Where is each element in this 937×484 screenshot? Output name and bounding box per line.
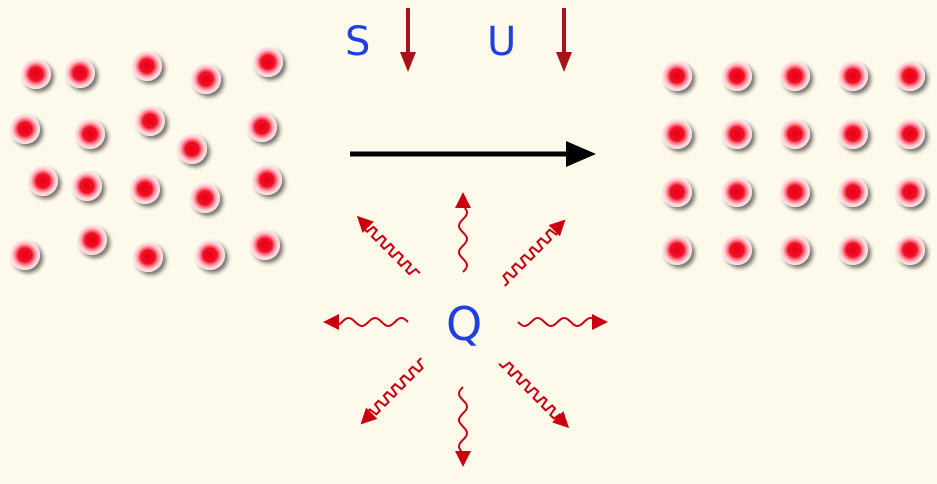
ordered-particle — [722, 119, 752, 149]
ordered-particle — [780, 235, 810, 265]
heat-ray-line — [457, 207, 469, 273]
disordered-particle — [190, 183, 220, 213]
heat-ray-line — [498, 361, 562, 420]
disordered-particle — [21, 59, 51, 89]
process-arrow — [350, 141, 596, 167]
heat-ray-arrowhead — [455, 451, 471, 467]
disordered-particle — [132, 51, 162, 81]
heat-label: Q — [446, 297, 483, 351]
disordered-particle — [10, 114, 40, 144]
ordered-particle — [662, 61, 692, 91]
disordered-particle — [252, 165, 282, 195]
ordered-particle — [662, 235, 692, 265]
heat-ray-line — [457, 386, 469, 452]
disordered-particle — [177, 134, 207, 164]
ordered-particle — [780, 177, 810, 207]
ordered-particle — [780, 61, 810, 91]
ordered-particle — [722, 177, 752, 207]
disordered-particle — [65, 58, 95, 88]
entropy-decrease-arrow — [400, 8, 416, 72]
ordered-particle — [838, 235, 868, 265]
energy-decrease-arrow — [556, 8, 572, 72]
disordered-particle — [72, 171, 102, 201]
ordered-particles — [662, 61, 925, 265]
heat-ray-arrowhead — [552, 411, 570, 429]
ordered-particle — [662, 177, 692, 207]
heat-ray-line — [338, 316, 409, 328]
disordered-particle — [10, 240, 40, 270]
internal-energy-label: U — [487, 19, 517, 65]
heat-ray-arrowhead — [455, 192, 471, 208]
heat-ray-line — [517, 316, 593, 328]
disordered-particle — [191, 64, 221, 94]
disordered-particles — [10, 47, 283, 272]
entropy-label: S — [345, 19, 371, 65]
disordered-particle — [130, 174, 160, 204]
heat-ray-arrowhead — [356, 215, 374, 233]
ordered-particle — [780, 119, 810, 149]
disordered-particle — [77, 225, 107, 255]
disordered-particle — [135, 106, 165, 136]
disordered-particle — [28, 166, 58, 196]
disordered-particle — [75, 119, 105, 149]
disordered-particle — [247, 112, 277, 142]
heat-ray-line — [364, 225, 421, 276]
ordered-particle — [895, 119, 925, 149]
ordered-particle — [895, 177, 925, 207]
ordered-particle — [722, 235, 752, 265]
heat-ray-line — [368, 357, 424, 416]
disordered-particle — [253, 47, 283, 77]
ordered-particle — [838, 61, 868, 91]
ordered-particle — [838, 177, 868, 207]
ordered-particle — [895, 235, 925, 265]
ordered-particle — [662, 119, 692, 149]
heat-ray-arrowhead — [592, 314, 608, 330]
heat-rays — [323, 192, 608, 467]
heat-ray-line — [502, 228, 558, 287]
heat-ray-arrowhead — [548, 219, 566, 237]
disordered-particle — [133, 242, 163, 272]
heat-ray-arrowhead — [323, 314, 339, 330]
ordered-particle — [838, 119, 868, 149]
heat-ray-arrowhead — [360, 407, 378, 425]
disordered-particle — [250, 230, 280, 260]
ordered-particle — [895, 61, 925, 91]
ordered-particle — [722, 61, 752, 91]
disordered-particle — [195, 240, 225, 270]
